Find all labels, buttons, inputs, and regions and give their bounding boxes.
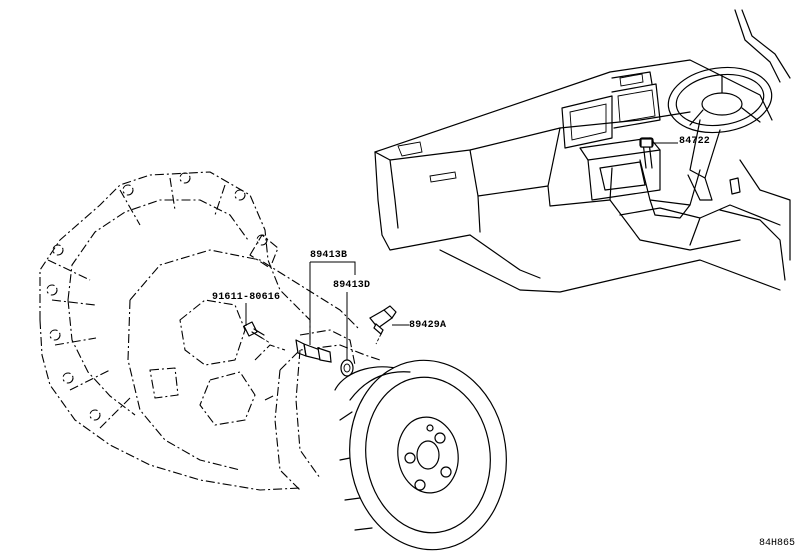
oring-89413D [340,359,354,377]
part-label-84722: 84722 [679,136,711,147]
bolt-91611-80616 [243,321,271,344]
leader-89413B-bracket [310,261,356,275]
transmission-illustration [39,171,507,551]
switch-84722 [640,138,653,148]
part-label-89429A: 89429A [409,320,447,331]
sensor-89429A [369,305,397,345]
dashboard-illustration [374,9,791,293]
illustration-code: 84H865 [759,538,796,549]
part-label-91611-80616: 91611-80616 [212,292,281,303]
part-label-89413D: 89413D [333,280,371,291]
part-label-89413B: 89413B [310,250,348,261]
sensor-89413B [295,339,332,363]
